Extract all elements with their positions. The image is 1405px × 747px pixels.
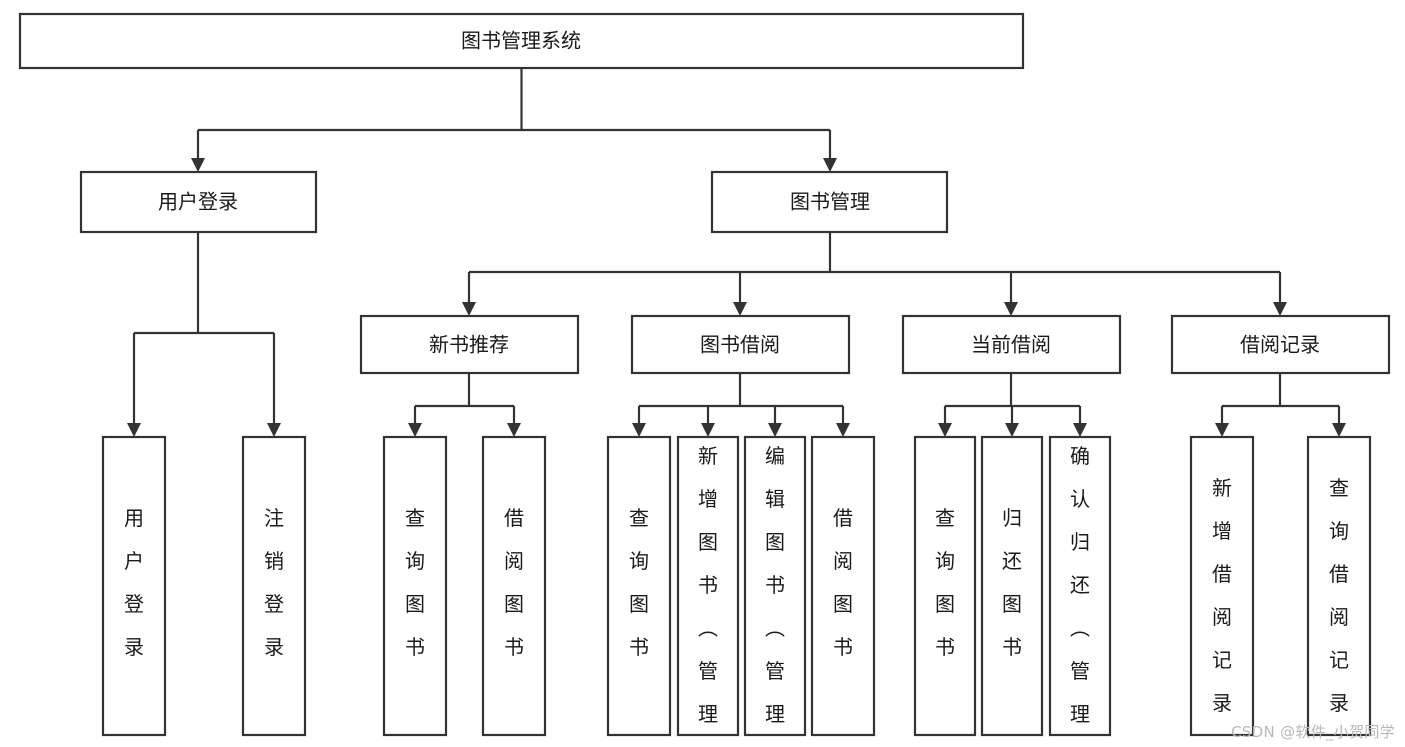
node-leaf-query-book-3-box[interactable] <box>913 435 977 737</box>
arrow-head-leaf-borrow-book-2 <box>836 423 850 437</box>
node-leaf-query-book-3-label: 查询图书 <box>935 506 955 659</box>
arrow-head-leaf-borrow-book-1 <box>507 423 521 437</box>
arrow-head-leaf-confirm-return <box>1073 423 1087 437</box>
node-leaf-query-record[interactable]: 查询借阅记录 <box>1306 435 1372 737</box>
node-leaf-borrow-book-1-box[interactable] <box>481 435 547 737</box>
watermark-text: CSDN @软件_小贺同学 <box>1231 723 1395 741</box>
node-root-label: 图书管理系统 <box>461 29 581 53</box>
node-user-login-box[interactable] <box>79 170 318 234</box>
node-leaf-query-book-2-box[interactable] <box>606 435 672 737</box>
node-leaf-query-book-1-label: 查询图书 <box>405 506 425 659</box>
arrow-head-book-borrow <box>733 302 747 316</box>
node-leaf-return-book-box[interactable] <box>980 435 1044 737</box>
node-leaf-confirm-return-box[interactable] <box>1048 435 1112 737</box>
node-leaf-query-book-1[interactable]: 查询图书 <box>382 435 448 737</box>
node-borrow-record-label: 借阅记录 <box>1240 333 1320 357</box>
node-leaf-edit-book[interactable]: 编辑图书︵管理员︶ <box>743 435 807 747</box>
arrow-head-leaf-logout-login <box>267 423 281 437</box>
arrow-head-new-book-recommend <box>462 302 476 316</box>
node-leaf-add-record-box[interactable] <box>1189 435 1255 737</box>
node-leaf-borrow-book-2-label: 借阅图书 <box>833 506 853 659</box>
node-user-login-label: 用户登录 <box>158 190 238 214</box>
arrow-head-leaf-query-book-2 <box>632 423 646 437</box>
node-leaf-borrow-book-1[interactable]: 借阅图书 <box>481 435 547 737</box>
node-leaf-query-book-3[interactable]: 查询图书 <box>913 435 977 737</box>
arrow-head-book-management <box>823 158 837 172</box>
node-leaf-add-record[interactable]: 新增借阅记录 <box>1189 435 1255 737</box>
node-leaf-edit-book-box[interactable] <box>743 435 807 737</box>
connector-group-book-management <box>462 232 1287 316</box>
node-leaf-logout-login[interactable]: 注销登录 <box>241 435 307 737</box>
node-leaf-borrow-book-1-label: 借阅图书 <box>504 506 524 659</box>
node-leaf-borrow-book-2[interactable]: 借阅图书 <box>810 435 876 737</box>
node-root-box[interactable] <box>18 12 1025 70</box>
node-book-management[interactable]: 图书管理 <box>710 170 949 234</box>
arrow-head-leaf-edit-book <box>768 423 782 437</box>
arrow-head-leaf-user-login <box>127 423 141 437</box>
node-leaf-query-record-box[interactable] <box>1306 435 1372 737</box>
node-leaf-user-login-box[interactable] <box>101 435 167 737</box>
arrow-head-current-borrow <box>1004 302 1018 316</box>
node-leaf-query-book-2[interactable]: 查询图书 <box>606 435 672 737</box>
node-borrow-record[interactable]: 借阅记录 <box>1170 314 1391 375</box>
node-current-borrow-label: 当前借阅 <box>971 333 1051 357</box>
node-leaf-add-record-label: 新增借阅记录 <box>1212 476 1232 715</box>
node-leaf-query-book-1-box[interactable] <box>382 435 448 737</box>
connector-group-root <box>191 68 837 172</box>
node-new-book-recommend-label: 新书推荐 <box>429 333 509 357</box>
arrow-head-leaf-add-book <box>701 423 715 437</box>
connector-group-borrow-record <box>1215 373 1346 437</box>
node-book-management-box[interactable] <box>710 170 949 234</box>
arrow-head-leaf-query-book-1 <box>408 423 422 437</box>
node-book-borrow-label: 图书借阅 <box>700 333 780 357</box>
arrow-head-leaf-query-record <box>1332 423 1346 437</box>
node-leaf-query-record-label: 查询借阅记录 <box>1329 476 1349 715</box>
node-current-borrow-box[interactable] <box>901 314 1122 375</box>
arrow-head-user-login <box>191 158 205 172</box>
node-leaf-add-book-box[interactable] <box>676 435 740 737</box>
node-leaf-borrow-book-2-box[interactable] <box>810 435 876 737</box>
node-borrow-record-box[interactable] <box>1170 314 1391 375</box>
node-new-book-recommend-box[interactable] <box>359 314 580 375</box>
node-leaf-return-book-label: 归还图书 <box>1002 506 1022 659</box>
node-root[interactable]: 图书管理系统 <box>18 12 1025 70</box>
arrow-head-borrow-record <box>1273 302 1287 316</box>
connector-group-new-book-recommend <box>408 373 521 437</box>
node-leaf-add-book-label: 新增图书︵管理员︶ <box>698 444 718 747</box>
arrow-head-leaf-add-record <box>1215 423 1229 437</box>
node-current-borrow[interactable]: 当前借阅 <box>901 314 1122 375</box>
connector-group-current-borrow <box>938 373 1087 437</box>
arrow-head-leaf-query-book-3 <box>938 423 952 437</box>
connector-group-book-borrow <box>632 373 850 437</box>
node-leaf-add-book[interactable]: 新增图书︵管理员︶ <box>676 435 740 747</box>
node-leaf-user-login[interactable]: 用户登录 <box>101 435 167 737</box>
node-new-book-recommend[interactable]: 新书推荐 <box>359 314 580 375</box>
node-book-management-label: 图书管理 <box>790 190 870 214</box>
node-leaf-logout-login-box[interactable] <box>241 435 307 737</box>
node-leaf-edit-book-label: 编辑图书︵管理员︶ <box>765 444 785 747</box>
node-leaf-confirm-return-label: 确认归还︵管理员︶ <box>1070 444 1090 747</box>
node-leaf-logout-login-label: 注销登录 <box>264 506 284 659</box>
node-user-login[interactable]: 用户登录 <box>79 170 318 234</box>
node-leaf-return-book[interactable]: 归还图书 <box>980 435 1044 737</box>
node-leaf-confirm-return[interactable]: 确认归还︵管理员︶ <box>1048 435 1112 747</box>
node-book-borrow[interactable]: 图书借阅 <box>630 314 851 375</box>
node-leaf-query-book-2-label: 查询图书 <box>629 506 649 659</box>
arrow-head-leaf-return-book <box>1005 423 1019 437</box>
node-leaf-user-login-label: 用户登录 <box>124 506 144 659</box>
node-book-borrow-box[interactable] <box>630 314 851 375</box>
connector-group-user-login <box>127 232 281 437</box>
